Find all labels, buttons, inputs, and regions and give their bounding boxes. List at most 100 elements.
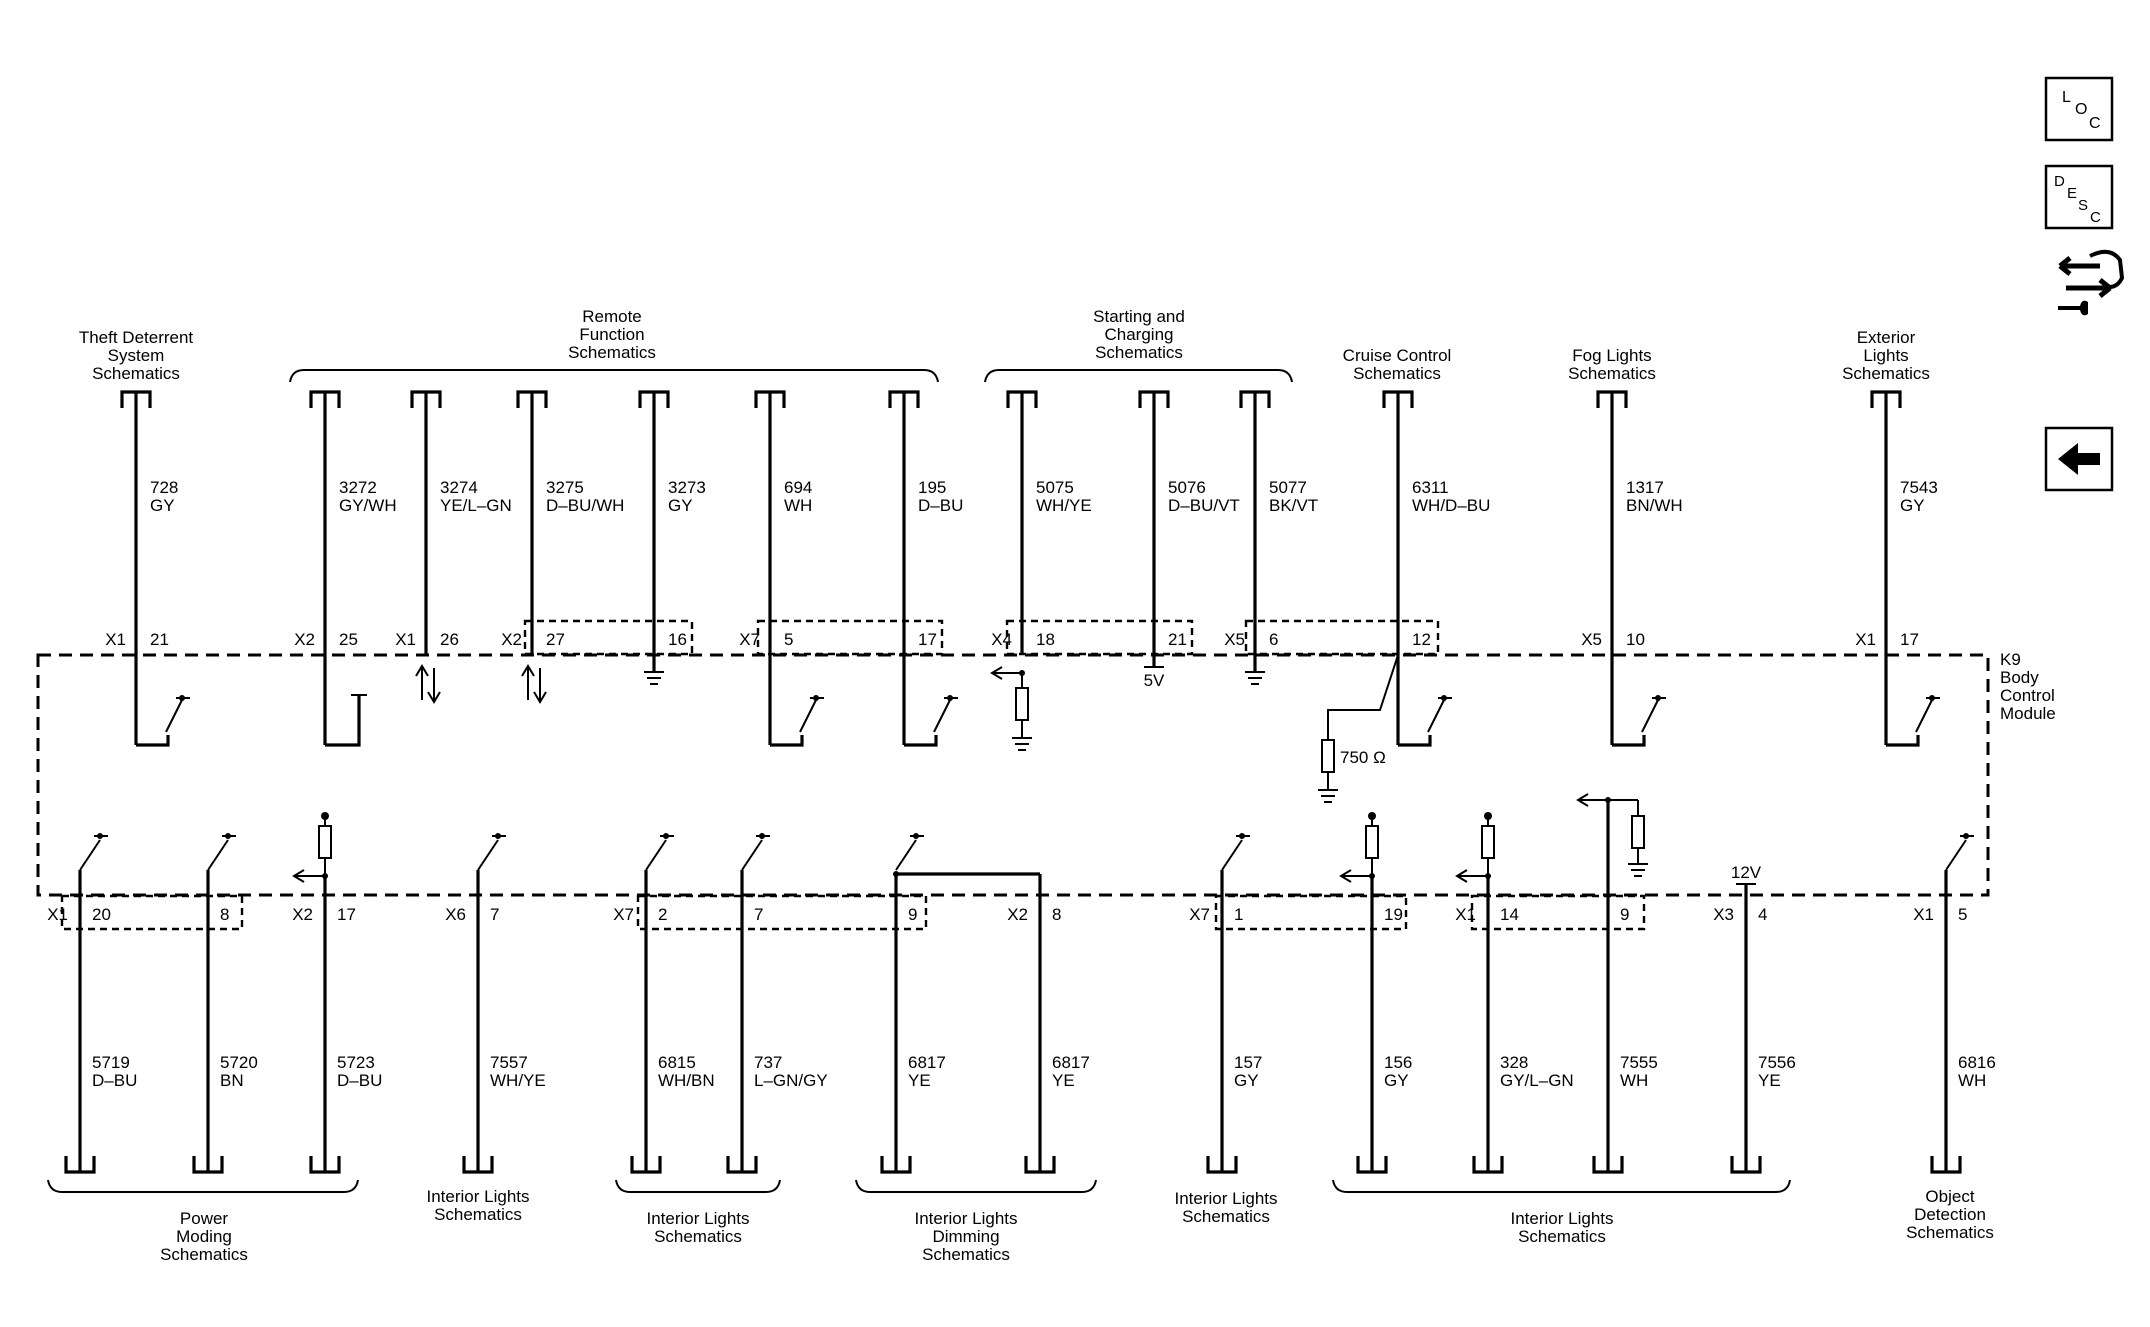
svg-text:Body: Body [2000,668,2039,687]
ref-remote: Remote Function Schematics [568,307,656,362]
ref-starting: Starting and Charging Schematics [1093,307,1185,362]
module-label: K9 Body Control Module [2000,650,2056,723]
loc-button[interactable]: L O C [2044,76,2114,142]
svg-text:Interior Lights: Interior Lights [647,1209,750,1228]
svg-text:Schematics: Schematics [1182,1207,1270,1226]
resistance-label: 750 Ω [1340,748,1386,767]
svg-text:Fog Lights: Fog Lights [1572,346,1651,365]
pin-number: 19 [1384,905,1403,924]
svg-text:Object: Object [1925,1187,1974,1206]
brace-remote [289,369,939,383]
pull-down-resistor-icon [1576,793,1648,877]
back-button[interactable] [2044,426,2114,492]
pin-number: 7 [490,905,499,924]
pin-number: 17 [918,630,937,649]
svg-text:Schematics: Schematics [568,343,656,362]
pin-number: 7 [754,905,763,924]
circuit-number: 5075 [1036,478,1074,497]
circuit-number: 5076 [1168,478,1206,497]
svg-text:Lights: Lights [1863,346,1908,365]
pin-number: 26 [440,630,459,649]
svg-text:Interior Lights: Interior Lights [1175,1189,1278,1208]
brace-starting [984,369,1293,383]
wire-color: D–BU [92,1071,137,1090]
top-circuits: 728GY21X13272GY/WH25X23274YE/L–GN26X1327… [105,390,1940,747]
svg-text:Interior Lights: Interior Lights [427,1187,530,1206]
circuit-number: 1317 [1626,478,1664,497]
wire-color: GY [1234,1071,1259,1090]
svg-text:Exterior: Exterior [1857,328,1916,347]
brace-il2 [615,1179,781,1193]
brace-il4 [1332,1179,1791,1193]
connector-id: X3 [1713,905,1734,924]
circuit-number: 6817 [1052,1053,1090,1072]
service-info-icon[interactable] [2058,249,2125,316]
wire-color: WH/YE [1036,496,1092,515]
svg-text:Schematics: Schematics [434,1205,522,1224]
connector-id: X5 [1581,630,1602,649]
pull-up-resistor-icon [1455,812,1495,883]
circuit-number: 694 [784,478,812,497]
resistor-750-icon [1318,654,1399,803]
wire-color: WH/D–BU [1412,496,1490,515]
svg-text:Schematics: Schematics [1568,364,1656,383]
circuit-number: 6311 [1412,478,1449,497]
svg-text:Starting and: Starting and [1093,307,1185,326]
circuit-number: 737 [754,1053,782,1072]
connector-id: X1 [1913,905,1934,924]
pin-number: 6 [1269,630,1278,649]
circuit-number: 7543 [1900,478,1938,497]
circuit-number: 195 [918,478,946,497]
pin-number: 5 [1958,905,1967,924]
wire-color: GY/WH [339,496,397,515]
wire-color: D–BU/WH [546,496,624,515]
pin-number: 10 [1626,630,1645,649]
pin-number: 17 [337,905,356,924]
pin-number: 27 [546,630,565,649]
ref-obj: Object Detection Schematics [1906,1187,1994,1242]
svg-text:L: L [2062,89,2071,106]
circuit-number: 5719 [92,1053,130,1072]
pin-number: 12 [1412,630,1431,649]
pin-number: 21 [150,630,169,649]
wire-color: YE [1052,1071,1075,1090]
connector-boxes-bottom [60,894,1646,931]
wire-color: YE [908,1071,931,1090]
desc-button[interactable]: D E S C [2044,164,2114,230]
brace-ild [855,1179,1097,1193]
circuit-number: 728 [150,478,178,497]
wire-color: GY [1900,496,1925,515]
svg-text:K9: K9 [2000,650,2021,669]
wire-color: D–BU/VT [1168,496,1240,515]
circuit-number: 7555 [1620,1053,1658,1072]
svg-text:Schematics: Schematics [654,1227,742,1246]
wire-color: GY [668,496,693,515]
ground-icon [1245,655,1265,685]
svg-text:Charging: Charging [1105,325,1174,344]
connector-boxes-top [523,619,1440,656]
pin-number: 8 [220,905,229,924]
svg-text:C: C [2089,115,2101,132]
connector-id: X2 [1007,905,1028,924]
wire-color: WH [784,496,812,515]
connector-id: X1 [395,630,416,649]
svg-text:Schematics: Schematics [92,364,180,383]
circuit-number: 3274 [440,478,478,497]
bottom-circuits: 5719D–BU20X15720BN85723D–BU17X27557WH/YE… [47,800,1996,1174]
ref-il3: Interior Lights Schematics [1175,1189,1278,1226]
ref-theft: Theft Deterrent System Schematics [79,328,194,383]
ref-ild: Interior Lights Dimming Schematics [915,1209,1018,1264]
wire-color: GY/L–GN [1500,1071,1574,1090]
ref-exterior: Exterior Lights Schematics [1842,328,1930,383]
